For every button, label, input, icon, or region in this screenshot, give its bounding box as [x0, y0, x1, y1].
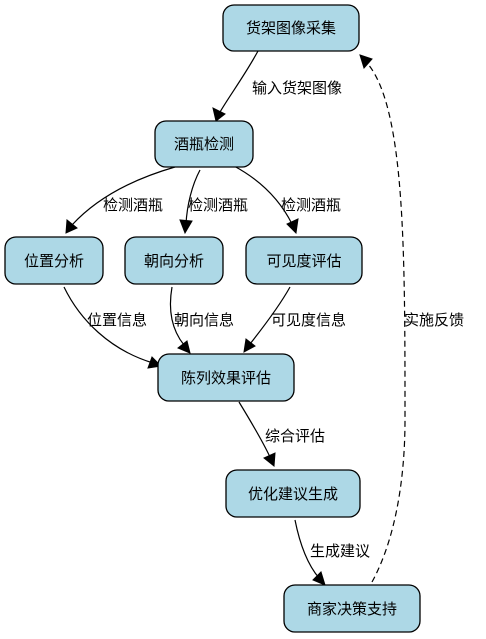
- edge-orientation-to-evaluate: [169, 286, 191, 354]
- edge-label-input-shelf-image: 输入货架图像: [252, 79, 342, 97]
- edge-label-comprehensive-eval: 综合评估: [265, 427, 325, 445]
- node-shelf-image-collection: 货架图像采集: [222, 4, 360, 52]
- node-orientation-analysis: 朝向分析: [124, 236, 224, 285]
- node-merchant-decision-support: 商家决策支持: [283, 584, 421, 633]
- edge-label-visibility-info: 可见度信息: [271, 311, 346, 329]
- edge-detect-to-position: [65, 166, 176, 234]
- node-visibility-assessment: 可见度评估: [245, 236, 363, 285]
- node-display-effect-evaluation: 陈列效果评估: [157, 353, 295, 402]
- node-label-optimization-suggestion: 优化建议生成: [248, 485, 338, 503]
- edge-label-detect-bottle-3: 检测酒瓶: [281, 196, 341, 214]
- edge-decision-to-collect: [359, 54, 406, 583]
- edge-label-position-info: 位置信息: [87, 311, 147, 329]
- node-label-merchant-decision-support: 商家决策支持: [307, 600, 397, 618]
- node-bottle-detection: 酒瓶检测: [154, 120, 254, 168]
- edge-visibility-to-evaluate: [243, 286, 291, 353]
- edge-evaluate-to-optimize: [238, 401, 276, 467]
- node-label-visibility-assessment: 可见度评估: [266, 252, 341, 270]
- edge-label-implementation-feedback: 实施反馈: [404, 311, 464, 329]
- edge-label-detect-bottle-1: 检测酒瓶: [103, 196, 163, 214]
- edge-label-generate-suggestions: 生成建议: [310, 542, 370, 560]
- node-optimization-suggestion: 优化建议生成: [225, 469, 361, 518]
- edge-detect-to-orientation: [179, 169, 201, 235]
- edge-optimize-to-decision: [294, 519, 326, 586]
- node-label-bottle-detection: 酒瓶检测: [174, 135, 234, 153]
- edge-label-detect-bottle-2: 检测酒瓶: [188, 196, 248, 214]
- node-position-analysis: 位置分析: [4, 236, 104, 285]
- node-label-shelf-image-collection: 货架图像采集: [246, 19, 336, 37]
- node-label-orientation-analysis: 朝向分析: [144, 252, 204, 270]
- edge-collect-to-detect: [212, 50, 259, 122]
- edge-label-orientation-info: 朝向信息: [174, 311, 234, 329]
- node-label-position-analysis: 位置分析: [24, 252, 84, 270]
- edge-detect-to-visibility: [233, 165, 299, 235]
- node-label-display-effect-evaluation: 陈列效果评估: [181, 369, 271, 387]
